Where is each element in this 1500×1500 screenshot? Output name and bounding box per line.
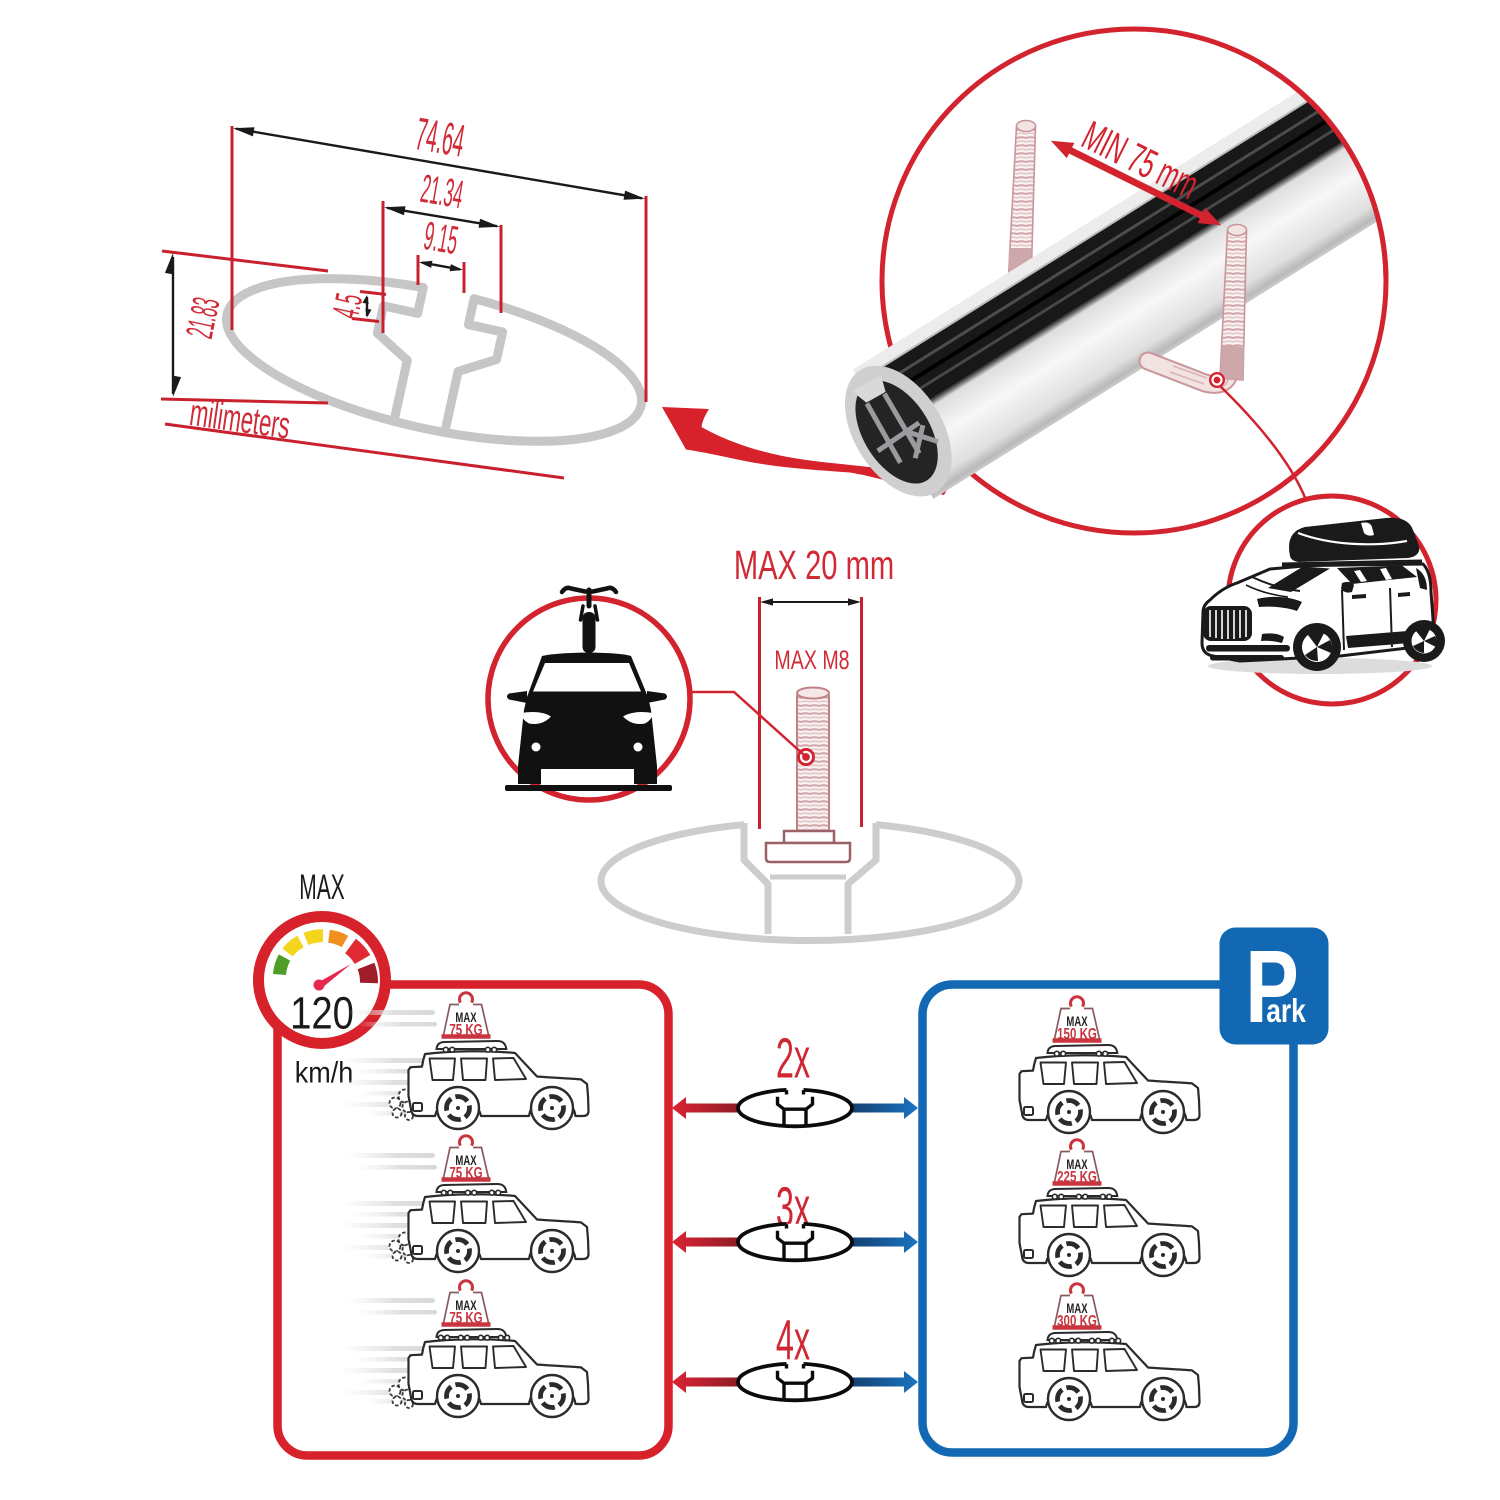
svg-text:120: 120 <box>290 988 354 1039</box>
svg-text:MAX 20 mm: MAX 20 mm <box>734 544 894 589</box>
svg-text:ark: ark <box>1266 993 1306 1029</box>
svg-text:MAX M8: MAX M8 <box>774 645 849 675</box>
svg-text:75 KG: 75 KG <box>449 1020 482 1038</box>
svg-text:MAX: MAX <box>455 1297 476 1313</box>
svg-text:9.15: 9.15 <box>421 213 462 263</box>
svg-text:75 KG: 75 KG <box>449 1163 482 1181</box>
svg-text:4x: 4x <box>776 1308 810 1372</box>
svg-text:P: P <box>1245 928 1299 1044</box>
svg-text:74.64: 74.64 <box>412 109 468 167</box>
svg-text:225 KG: 225 KG <box>1057 1167 1097 1185</box>
svg-text:MAX: MAX <box>1066 1013 1087 1029</box>
svg-text:milimeters: milimeters <box>187 391 292 447</box>
svg-text:300 KG: 300 KG <box>1057 1311 1097 1329</box>
svg-text:MAX: MAX <box>1066 1300 1087 1316</box>
svg-text:75 KG: 75 KG <box>449 1308 482 1326</box>
svg-text:MAX: MAX <box>1066 1156 1087 1172</box>
svg-text:150 KG: 150 KG <box>1057 1024 1097 1042</box>
svg-text:MAX: MAX <box>299 869 345 908</box>
svg-text:2x: 2x <box>776 1026 810 1090</box>
svg-text:4.5: 4.5 <box>325 290 372 322</box>
svg-text:21.83: 21.83 <box>179 294 228 342</box>
svg-text:MAX: MAX <box>455 1009 476 1025</box>
svg-text:MAX: MAX <box>455 1152 476 1168</box>
svg-text:21.34: 21.34 <box>418 167 467 218</box>
